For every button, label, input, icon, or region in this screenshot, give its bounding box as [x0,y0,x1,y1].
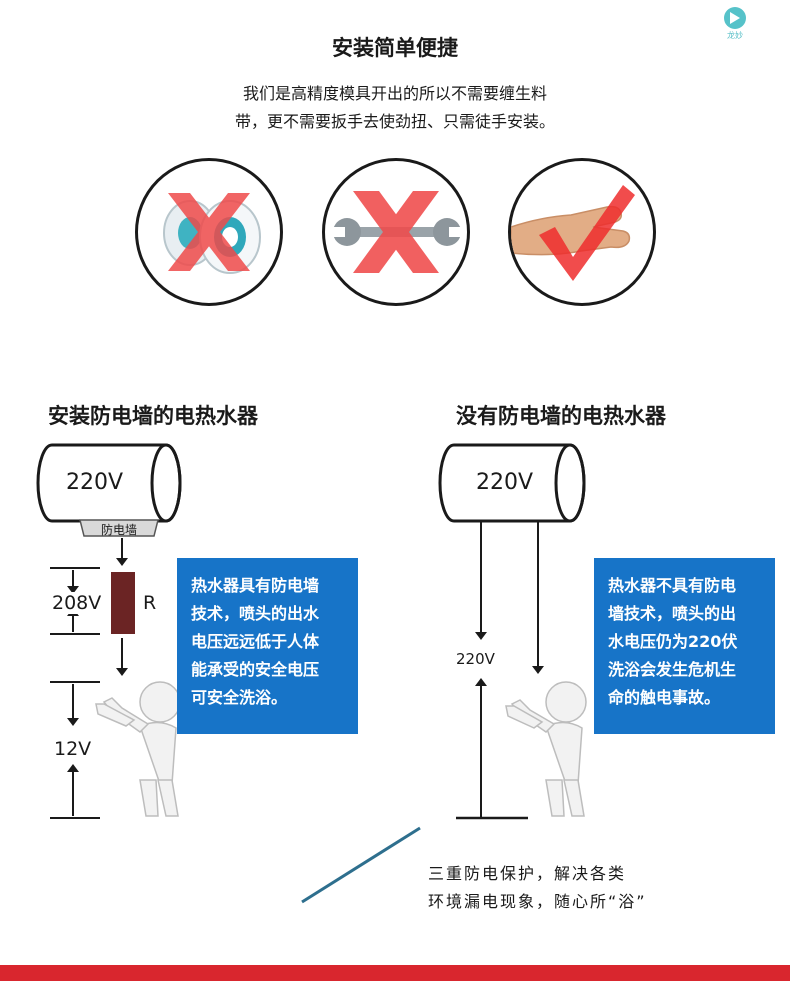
left-section-title: 安装防电墙的电热水器 [48,404,258,428]
voltage-upper: 208V [52,592,102,614]
left-info-line: 技术，喷头的出水 [191,604,320,623]
voltage-lower: 12V [54,738,92,760]
person-figure-icon [505,681,587,817]
person-figure-icon [95,681,181,817]
left-info-line: 电压远远低于人体 [191,632,320,651]
footer-line-2: 环境漏电现象，随心所“浴” [428,892,647,911]
right-tank-end [554,443,586,523]
right-shower-voltage: 220V [456,650,495,668]
resistor-r [111,572,135,634]
intro-text: 我们是高精度模具开出的所以不需要缠生料 带，更不需要扳手去使劲扭、只需徒手安装。 [0,80,790,136]
hand-icon [511,185,635,281]
hand-circle [508,158,656,306]
logo-text: 龙妙 [727,31,743,40]
left-info-line: 可安全洗浴。 [191,688,288,707]
right-info-line: 水电压仍为220伏 [608,632,738,651]
bottom-bar [0,965,790,981]
footer-line-1: 三重防电保护，解决各类 [428,864,627,883]
check-mark-icon [539,185,635,281]
wall-plate [79,519,159,537]
right-info-box: 热水器不具有防电 墙技术，喷头的出 水电压仍为220伏 洗浴会发生危机生 命的触… [594,558,775,734]
diagonal-divider [301,826,421,904]
intro-line-1: 我们是高精度模具开出的所以不需要缠生料 [242,84,547,103]
intro-line-2: 带，更不需要扳手去使劲扭、只需徒手安装。 [234,112,555,131]
right-tank-voltage: 220V [476,470,534,495]
right-diagram [438,443,587,820]
left-diagram [36,443,182,819]
right-info-line: 洗浴会发生危机生 [608,660,737,679]
left-info-line: 能承受的安全电压 [191,660,320,679]
right-section-title: 没有防电墙的电热水器 [456,404,666,428]
right-info-line: 墙技术，喷头的出 [608,604,737,623]
footer-text: 三重防电保护，解决各类 环境漏电现象，随心所“浴” [428,860,647,916]
right-info-line: 热水器不具有防电 [608,576,737,595]
left-tank-end [150,443,182,523]
brand-logo: 龙妙 [720,6,750,42]
tape-roll-circle [135,158,283,306]
cross-mark-icon [353,191,439,273]
wall-label: 防电墙 [100,523,137,537]
resistor-label: R [143,592,157,614]
tape-roll-icon [163,193,261,274]
left-info-line: 热水器具有防电墙 [191,576,320,595]
left-tank-voltage: 220V [66,470,124,495]
logo-icon [724,7,746,29]
wrench-icon [331,191,463,273]
right-info-line: 命的触电事故。 [608,688,721,707]
wrench-circle [322,158,470,306]
cross-mark-icon [168,193,250,271]
left-info-box: 热水器具有防电墙 技术，喷头的出水 电压远远低于人体 能承受的安全电压 可安全洗… [177,558,358,734]
page-title: 安装简单便捷 [332,36,458,60]
